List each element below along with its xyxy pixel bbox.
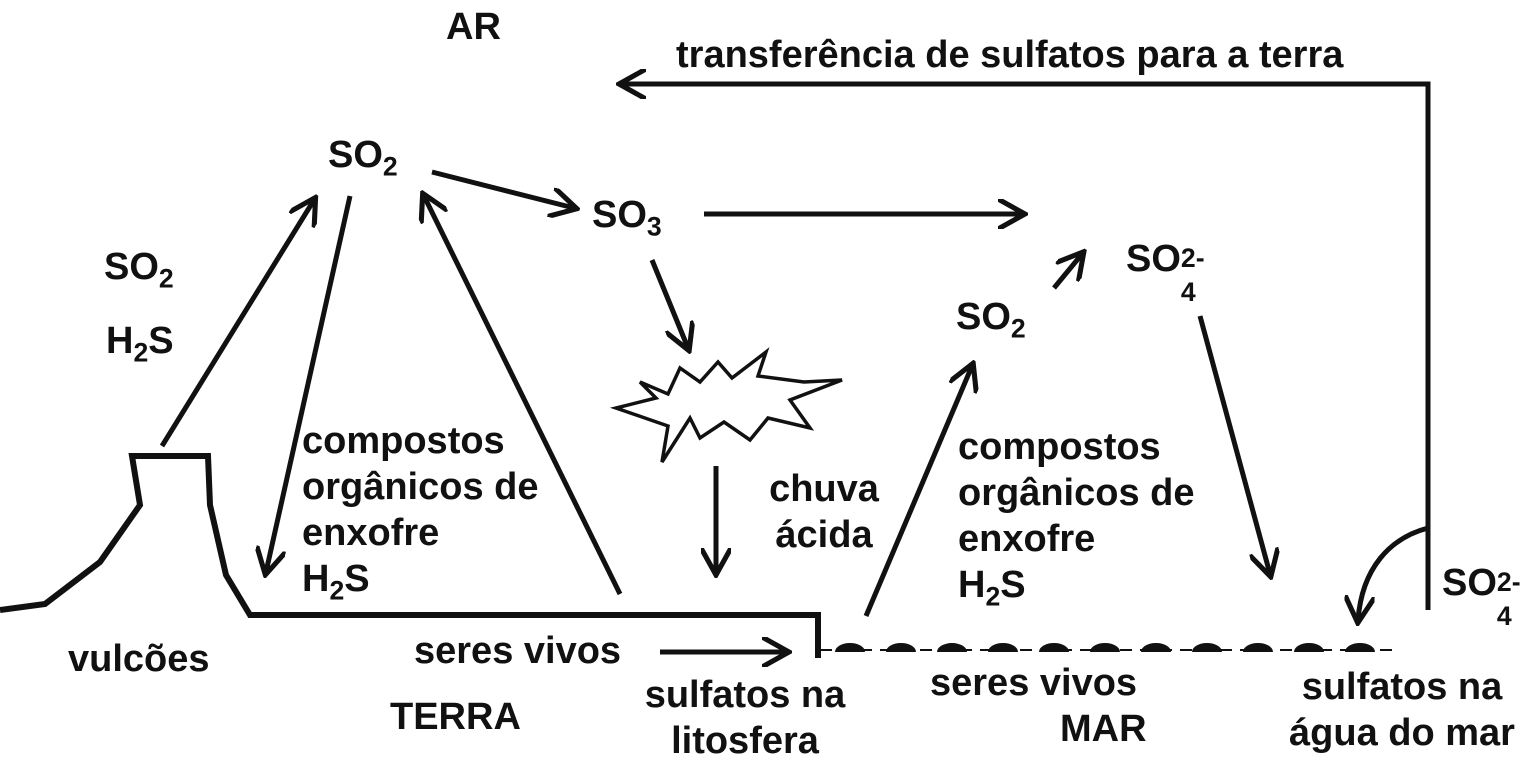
land-label: TERRA [390,696,521,738]
organic-compounds-sea: compostos orgânicos de enxofre [958,426,1195,560]
arrow-transfer-to-land [622,84,1431,610]
living-beings-land-label: seres vivos [414,630,622,672]
acid-rain-burst-icon [609,347,843,463]
h2s-land-formula: H2S [302,558,370,606]
volcano-land-outline [0,453,821,658]
acid-rain-label: chuva ácida [769,468,879,556]
volcanoes-label: vulcões [68,638,210,680]
arrow-so2-to-sulfate-right [1052,254,1082,290]
h2s-sea-formula: H2S [958,564,1026,612]
arrow-sulfate-to-sea [1197,315,1270,574]
transfer-label: transferência de sulfatos para a terra [676,34,1344,76]
sea-waves [835,643,1375,652]
so2-left-formula: SO2 [104,246,174,294]
so2-top-formula: SO2 [328,134,398,182]
living-beings-sea-label: seres vivos [930,662,1138,704]
so3-formula: SO3 [592,194,662,242]
arrow-sulfate-curve-to-sea [1358,525,1429,620]
arrow-so2-to-organic [266,195,353,572]
arrow-volcano-to-so2 [159,200,314,448]
sulfates-lithosphere-label: sulfatos na litosfera [644,674,846,762]
arrow-so3-to-rain [649,259,688,348]
arrow-sea-to-so2 [863,366,972,617]
sea-label: MAR [1060,708,1147,750]
h2s-left-formula: H2S [106,320,174,368]
organic-compounds-land: compostos orgânicos de enxofre [302,420,539,554]
air-label: AR [446,6,501,48]
so2-right-formula: SO2 [956,296,1026,344]
arrow-living-to-so2 [424,196,623,596]
sulfates-seawater-label: sulfatos na água do mar [1289,666,1515,754]
arrow-so2-to-so3 [431,169,574,208]
